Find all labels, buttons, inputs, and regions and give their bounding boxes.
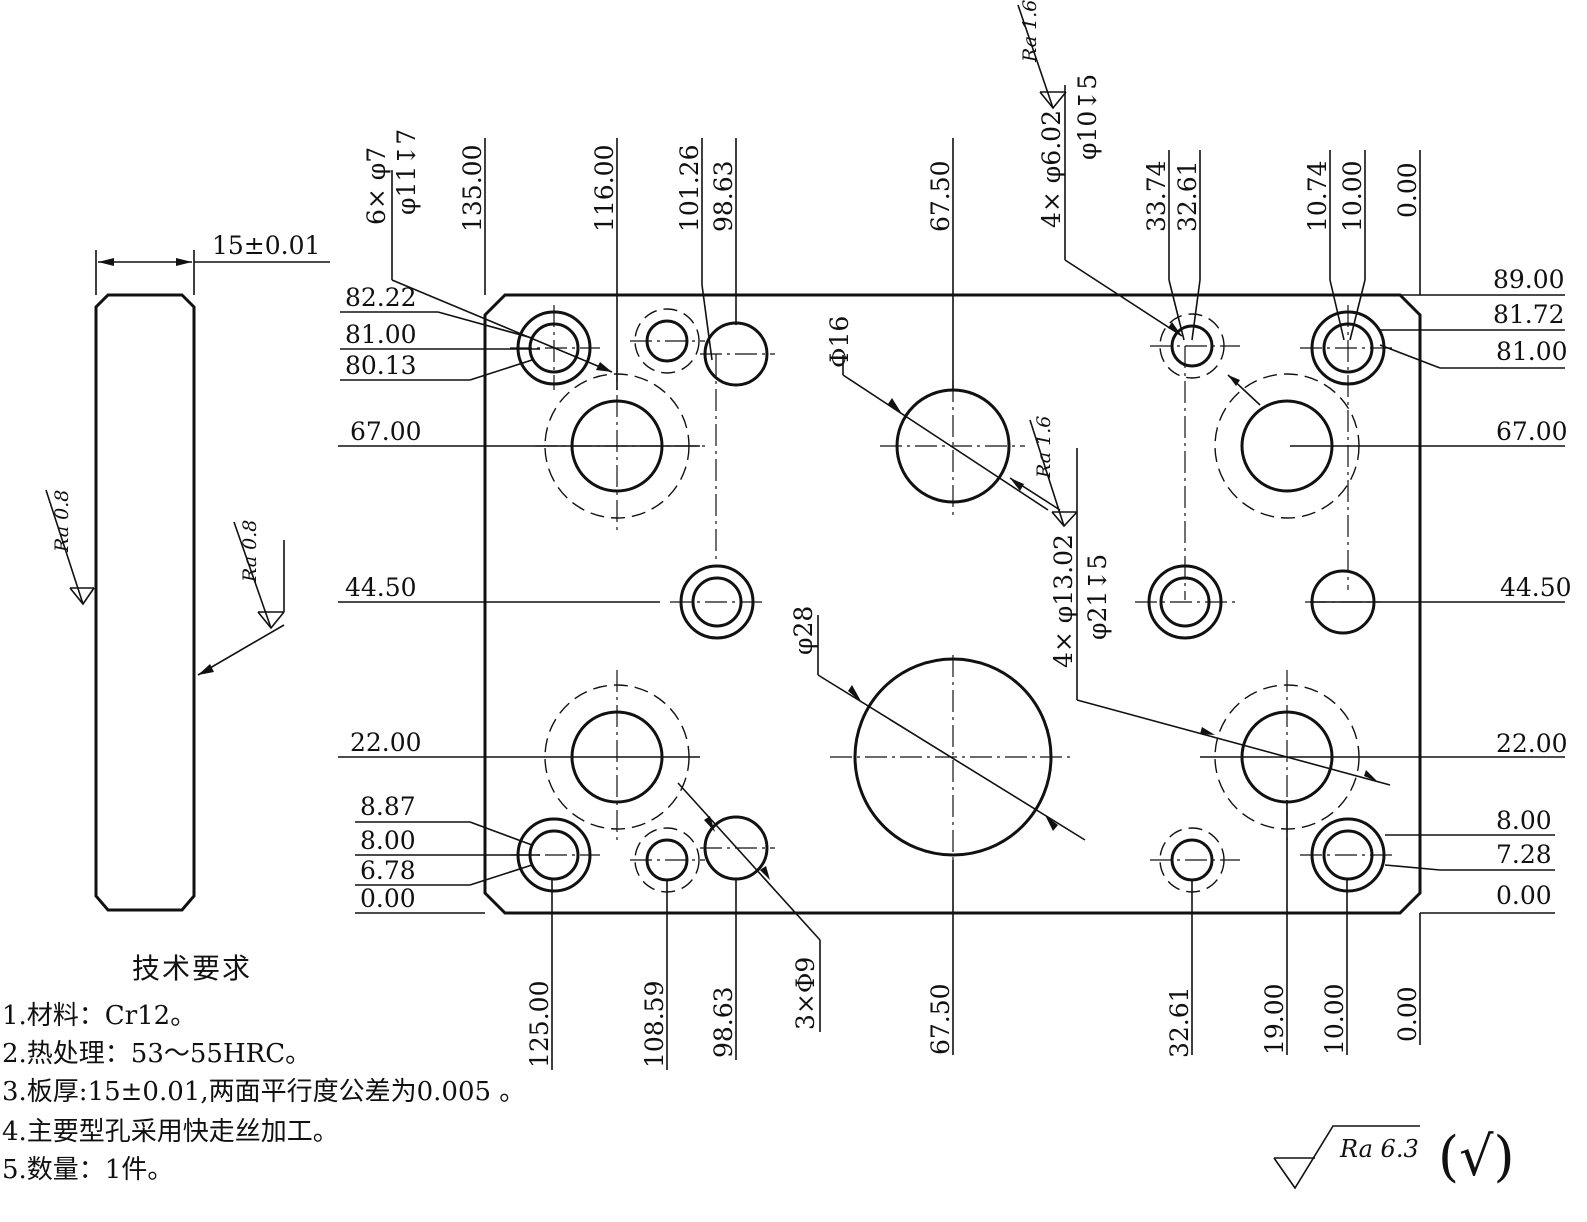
dim-top-32-61: 32.61 xyxy=(1173,160,1202,232)
dim-right-0: 0.00 xyxy=(1496,881,1552,910)
callout-4x-counterbore-small: φ10↧5 xyxy=(1073,74,1102,160)
hole-small-top-right xyxy=(1150,313,1240,600)
top-extension-lines xyxy=(484,138,1421,390)
callout-6x-counterbore: φ11↧7 xyxy=(392,129,421,215)
dim-top-33-74: 33.74 xyxy=(1142,160,1171,232)
dim-top-10-00: 10.00 xyxy=(1338,160,1367,232)
dim-left-44-50: 44.50 xyxy=(345,573,417,602)
thickness-label: 15±0.01 xyxy=(212,231,320,260)
hole-large-lower-left xyxy=(544,670,690,840)
hole-small-top-left xyxy=(630,308,705,374)
dim-right-22: 22.00 xyxy=(1496,729,1568,758)
right-dimensions: 89.00 81.72 81.00 67.00 44.50 22.00 8.00… xyxy=(1493,265,1572,910)
hole-counterbore-mid-right xyxy=(1135,564,1235,640)
note-2: 2.热处理：53～55HRC。 xyxy=(2,1039,311,1069)
callout-4x-phi6-02: 4× φ6.02 xyxy=(1037,110,1066,228)
dim-bottom-10: 10.00 xyxy=(1320,983,1349,1055)
plan-view: 135.00 116.00 101.26 98.63 67.50 33.74 3… xyxy=(338,0,1572,1070)
callout-4x-counterbore-large: φ21↧5 xyxy=(1083,554,1112,640)
dim-right-7-28: 7.28 xyxy=(1496,840,1552,869)
technical-notes: 技术要求 1.材料：Cr12。 2.热处理：53～55HRC。 3.板厚:15±… xyxy=(2,952,525,1185)
notes-title: 技术要求 xyxy=(132,952,252,985)
hole-mid-right xyxy=(1305,569,1380,635)
callout-4x-phi13-02: 4× φ13.02 xyxy=(1049,534,1078,668)
roughness-right-symbol: Ra 0.8 xyxy=(197,520,285,676)
dim-left-0: 0.00 xyxy=(360,884,416,913)
dim-top-101-26: 101.26 xyxy=(675,145,704,232)
dim-left-82-22: 82.22 xyxy=(345,283,417,312)
dim-right-8: 8.00 xyxy=(1496,806,1552,835)
dim-right-89: 89.00 xyxy=(1493,265,1565,294)
roughness-right-label: Ra 0.8 xyxy=(239,520,261,583)
dim-bottom-98-63: 98.63 xyxy=(709,986,738,1058)
dim-top-67-50: 67.50 xyxy=(926,160,955,232)
surface-finish-symbol: Ra 6.3 (√) xyxy=(1273,1125,1515,1190)
note-1: 1.材料：Cr12。 xyxy=(2,1001,196,1031)
hole-large-upper-left xyxy=(535,360,705,535)
dim-bottom-19: 19.00 xyxy=(1260,983,1289,1055)
plate-outline xyxy=(483,293,1422,915)
dim-left-8: 8.00 xyxy=(360,826,416,855)
hole-large-upper-right xyxy=(1214,373,1360,519)
dim-right-44-50: 44.50 xyxy=(1500,573,1572,602)
dim-top-135: 135.00 xyxy=(458,145,487,232)
callout-ra-top: Ra 1.6 xyxy=(1019,0,1041,63)
note-3: 3.板厚:15±0.01,两面平行度公差为0.005 。 xyxy=(2,1077,525,1107)
dim-left-80-13: 80.13 xyxy=(345,351,417,380)
left-dimensions: 82.22 81.00 80.13 67.00 44.50 22.00 8.87… xyxy=(345,283,422,913)
dim-left-8-87: 8.87 xyxy=(360,792,416,821)
dim-top-98-63: 98.63 xyxy=(709,160,738,232)
side-view: 15±0.01 Ra 0.8 Ra 0.8 xyxy=(45,231,330,912)
leader-lines xyxy=(391,4,1391,1032)
bottom-dimensions: 125.00 108.59 98.63 67.50 32.61 19.00 10… xyxy=(525,981,1422,1068)
dim-bottom-32-61: 32.61 xyxy=(1165,986,1194,1058)
hole-counterbore-bottom-left xyxy=(510,817,600,893)
hole-small-bottom-left xyxy=(630,827,705,893)
dim-top-0-00: 0.00 xyxy=(1393,162,1422,218)
roughness-left-symbol: Ra 0.8 xyxy=(45,490,95,606)
note-5: 5.数量：1件。 xyxy=(2,1155,173,1185)
hole-large-lower-right xyxy=(1214,670,1360,840)
hole-phi9-top xyxy=(700,321,775,560)
hole-phi16-center xyxy=(880,380,1025,520)
dim-bottom-108-59: 108.59 xyxy=(640,981,669,1068)
dim-top-10-74: 10.74 xyxy=(1303,160,1332,232)
dim-bottom-0: 0.00 xyxy=(1393,986,1422,1042)
dim-left-6-78: 6.78 xyxy=(360,856,416,885)
callout-3x-phi9: 3×Φ9 xyxy=(791,957,820,1030)
dim-bottom-125: 125.00 xyxy=(525,981,554,1068)
surface-finish-value: Ra 6.3 xyxy=(1339,1135,1419,1163)
dim-left-22: 22.00 xyxy=(350,728,422,757)
hole-counterbore-top-right xyxy=(1300,305,1395,590)
side-view-outline xyxy=(94,293,196,912)
hole-phi28-center xyxy=(830,655,1075,860)
dim-right-81-72: 81.72 xyxy=(1493,300,1565,329)
callout-labels: 6× φ7 φ11↧7 4× φ6.02 φ10↧5 4× φ13.02 φ21… xyxy=(362,0,1112,1030)
surface-finish-bracket-symbol: (√) xyxy=(1438,1125,1515,1188)
dim-bottom-67-50: 67.50 xyxy=(926,983,955,1055)
dim-top-116: 116.00 xyxy=(590,145,619,232)
note-4: 4.主要型孔采用快走丝加工。 xyxy=(2,1117,339,1147)
callout-phi16: Φ16 xyxy=(825,316,854,368)
dim-left-81: 81.00 xyxy=(345,320,417,349)
hole-counterbore-mid-left xyxy=(670,564,765,640)
callout-phi28: φ28 xyxy=(789,606,818,655)
dim-right-67: 67.00 xyxy=(1496,417,1568,446)
roughness-left-label: Ra 0.8 xyxy=(51,490,73,553)
top-dimensions: 135.00 116.00 101.26 98.63 67.50 33.74 3… xyxy=(458,145,1422,232)
callout-ra-middle: Ra 1.6 xyxy=(1033,416,1055,479)
hole-counterbore-bottom-right xyxy=(1300,817,1395,893)
callout-6x-phi7: 6× φ7 xyxy=(362,147,391,225)
dim-right-81: 81.00 xyxy=(1496,337,1568,366)
dim-left-67: 67.00 xyxy=(350,417,422,446)
hole-small-bottom-right xyxy=(1150,827,1240,893)
left-extension-lines xyxy=(338,311,700,914)
bottom-extension-lines xyxy=(551,800,1421,1070)
